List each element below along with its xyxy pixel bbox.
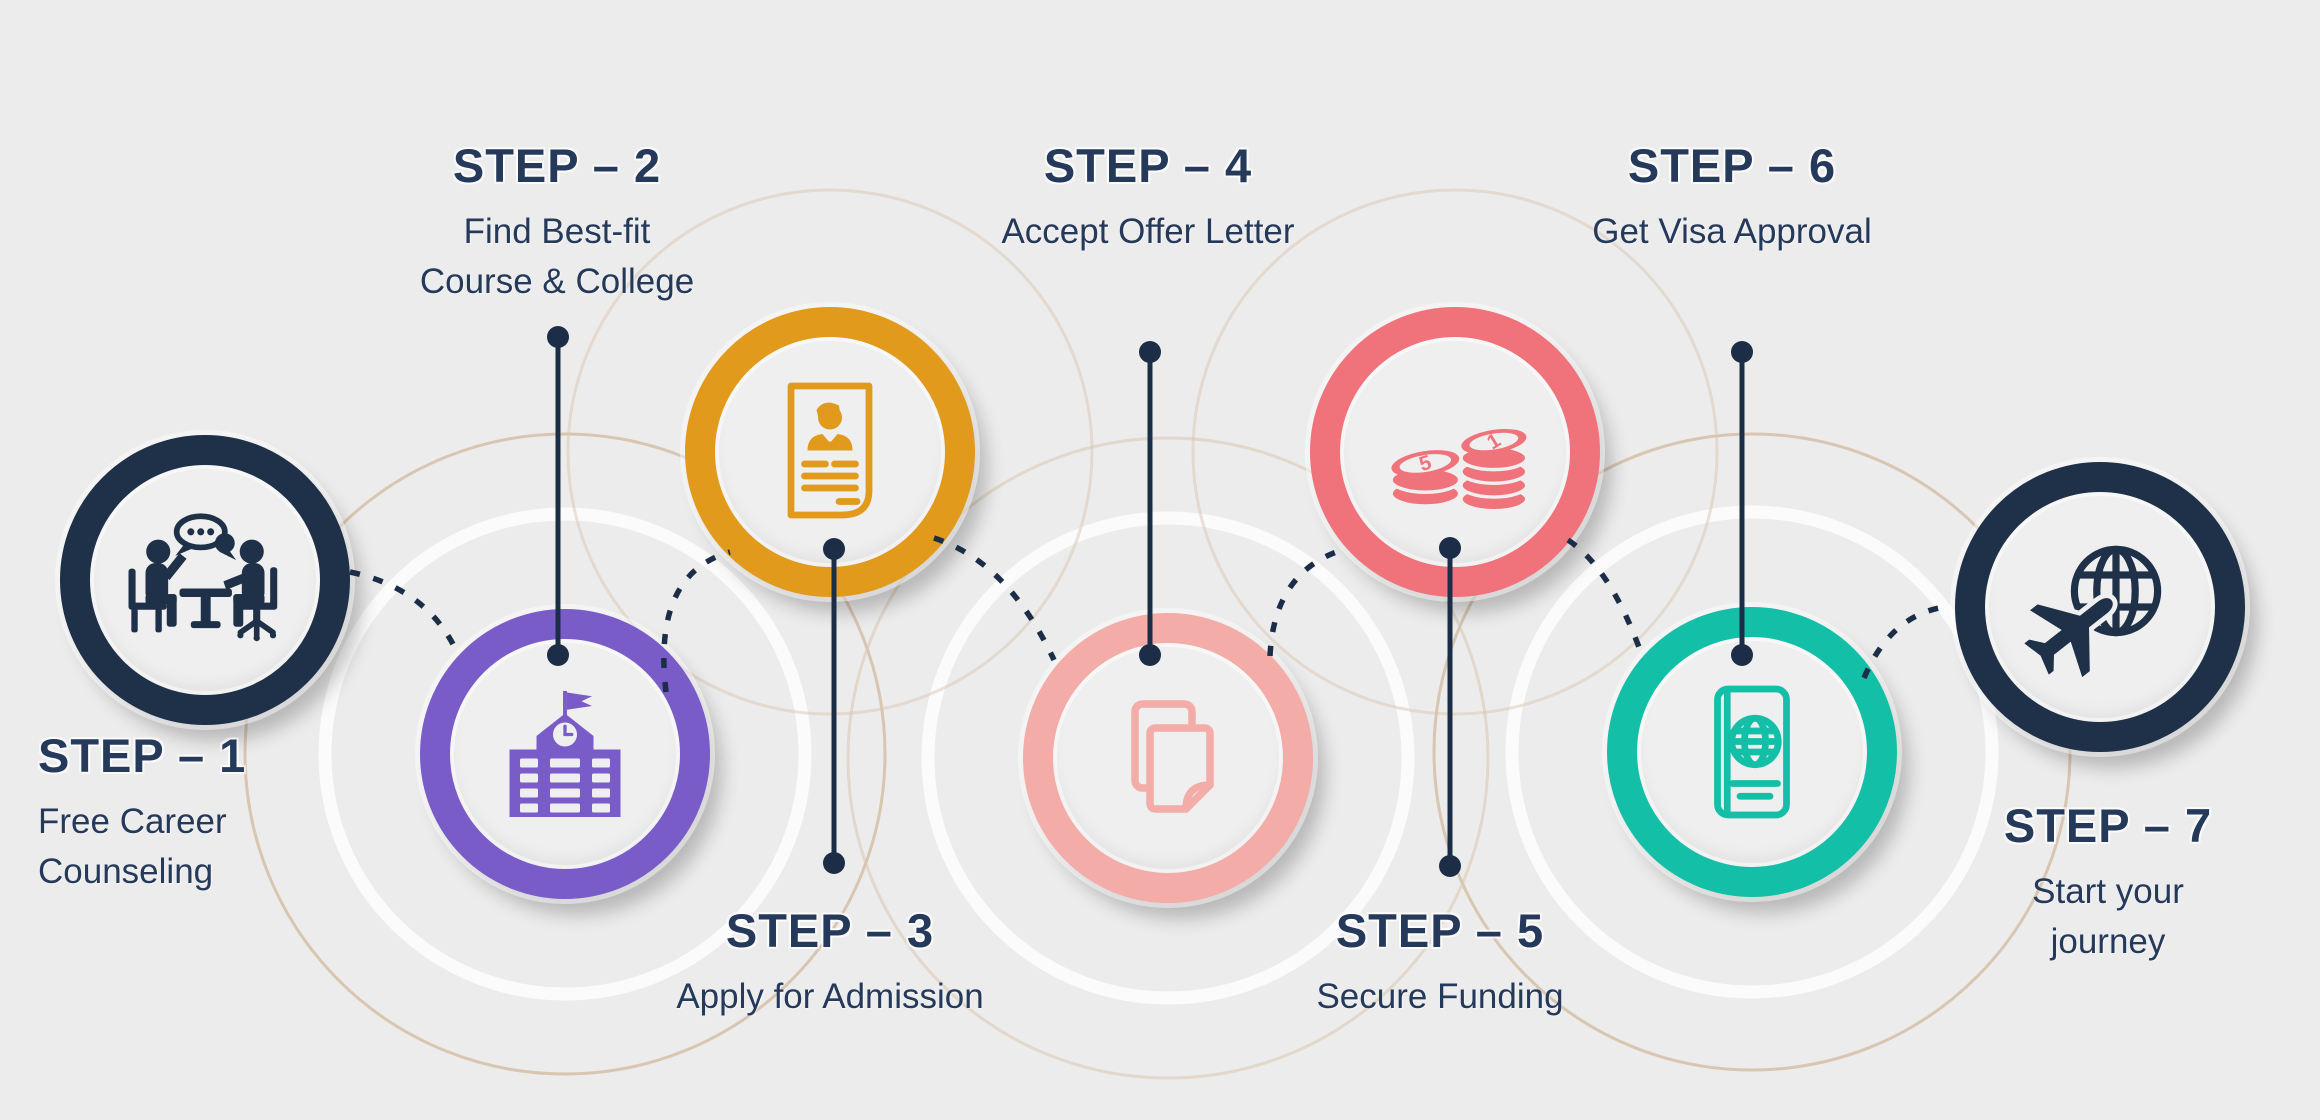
pointer-dot: [1139, 341, 1161, 363]
step-3-subtitle: Apply for Admission: [676, 977, 984, 1016]
step-5-subtitle: Secure Funding: [1316, 977, 1564, 1016]
connector-step5-step6: [1566, 537, 1643, 651]
step-4-circle: [1023, 613, 1313, 903]
step-1-circle: [60, 435, 350, 725]
step-2-subtitle: Find Best-fit Course & College: [419, 212, 695, 301]
step-7-label: STEP – 7 Start your journey: [2002, 798, 2214, 966]
step-6-circle: [1607, 607, 1897, 897]
coin-stacks-icon: 5 1: [1388, 428, 1528, 512]
step-6-title: STEP – 6: [1627, 139, 1837, 192]
step-4-label: STEP – 4 Accept Offer Letter: [1001, 138, 1294, 257]
globe-plane-icon: [2020, 545, 2162, 682]
step-6-label: STEP – 6 Get Visa Approval: [1592, 138, 1872, 257]
step-5-label: STEP – 5 Secure Funding: [1316, 903, 1563, 1022]
step-7-circle: [1955, 462, 2245, 752]
step-2-circle: [420, 609, 710, 899]
step-4-title: STEP – 4: [1043, 139, 1253, 192]
step-2-title: STEP – 2: [452, 139, 662, 192]
step-1-subtitle: Free Career Counseling: [38, 802, 227, 891]
step-1-label: STEP – 1 Free Career Counseling: [38, 728, 246, 896]
step-5-circle: 5 1: [1310, 307, 1600, 597]
step-4-subtitle: Accept Offer Letter: [1001, 212, 1295, 251]
pointer-dot: [547, 326, 569, 348]
connector-step6-step7: [1861, 604, 1945, 680]
step-3-label: STEP – 3 Apply for Admission: [676, 903, 983, 1022]
step-3-title: STEP – 3: [725, 904, 935, 957]
pointer-dot: [1439, 855, 1461, 877]
step-6-subtitle: Get Visa Approval: [1592, 212, 1872, 251]
connector-step4-step5: [1267, 547, 1343, 657]
step-5-title: STEP – 5: [1335, 904, 1545, 957]
college-building-icon: [509, 691, 621, 817]
connector-step1-step2: [349, 569, 459, 652]
resume-icon: [787, 382, 873, 519]
passport-icon: [1714, 685, 1790, 819]
offer-documents-icon: [1131, 700, 1214, 813]
step-3-circle: [685, 307, 975, 597]
connector-step3-step4: [933, 535, 1057, 662]
pointer-dot: [1731, 341, 1753, 363]
step-7-subtitle: Start your journey: [2032, 872, 2184, 961]
step-1-title: STEP – 1: [38, 729, 247, 782]
pointer-dot: [823, 852, 845, 874]
step-2-label: STEP – 2 Find Best-fit Course & College: [420, 138, 694, 306]
career-counseling-icon: [128, 513, 278, 642]
step-7-title: STEP – 7: [2003, 799, 2213, 852]
